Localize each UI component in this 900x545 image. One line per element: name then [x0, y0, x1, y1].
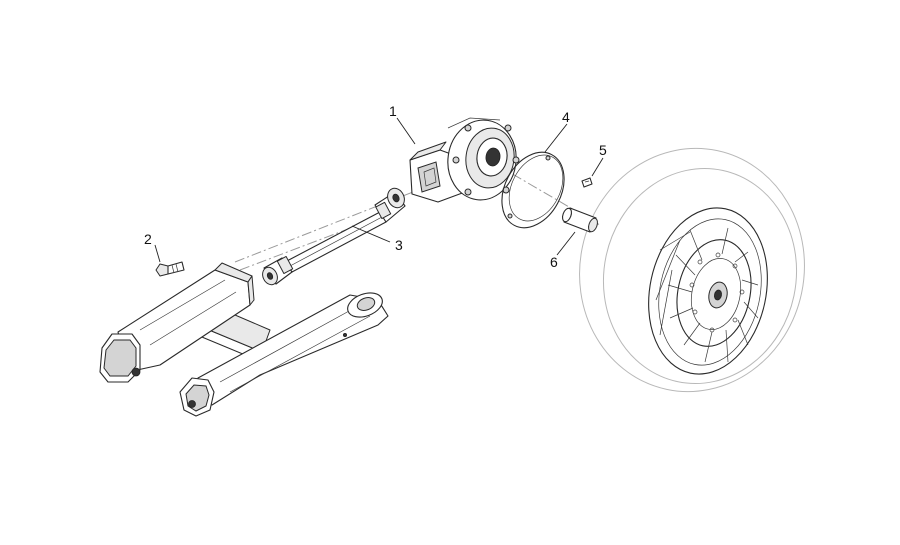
callout-6: 6 [550, 254, 558, 270]
callout-labels: 1 2 3 4 5 6 [144, 103, 607, 270]
leader-lines [154, 117, 604, 263]
callout-2: 2 [144, 231, 152, 247]
screw [581, 177, 593, 188]
cover-ring [501, 151, 565, 229]
callout-5: 5 [599, 142, 607, 158]
callout-1: 1 [389, 103, 397, 119]
callout-3: 3 [395, 237, 403, 253]
pin [561, 207, 598, 233]
brake-disc-holes [689, 252, 745, 333]
rear-wheel [579, 147, 805, 393]
callout-4: 4 [562, 109, 570, 125]
swingarm [99, 262, 389, 417]
drive-shaft [262, 187, 406, 286]
bolt [155, 261, 185, 277]
final-drive-housing [409, 117, 520, 203]
